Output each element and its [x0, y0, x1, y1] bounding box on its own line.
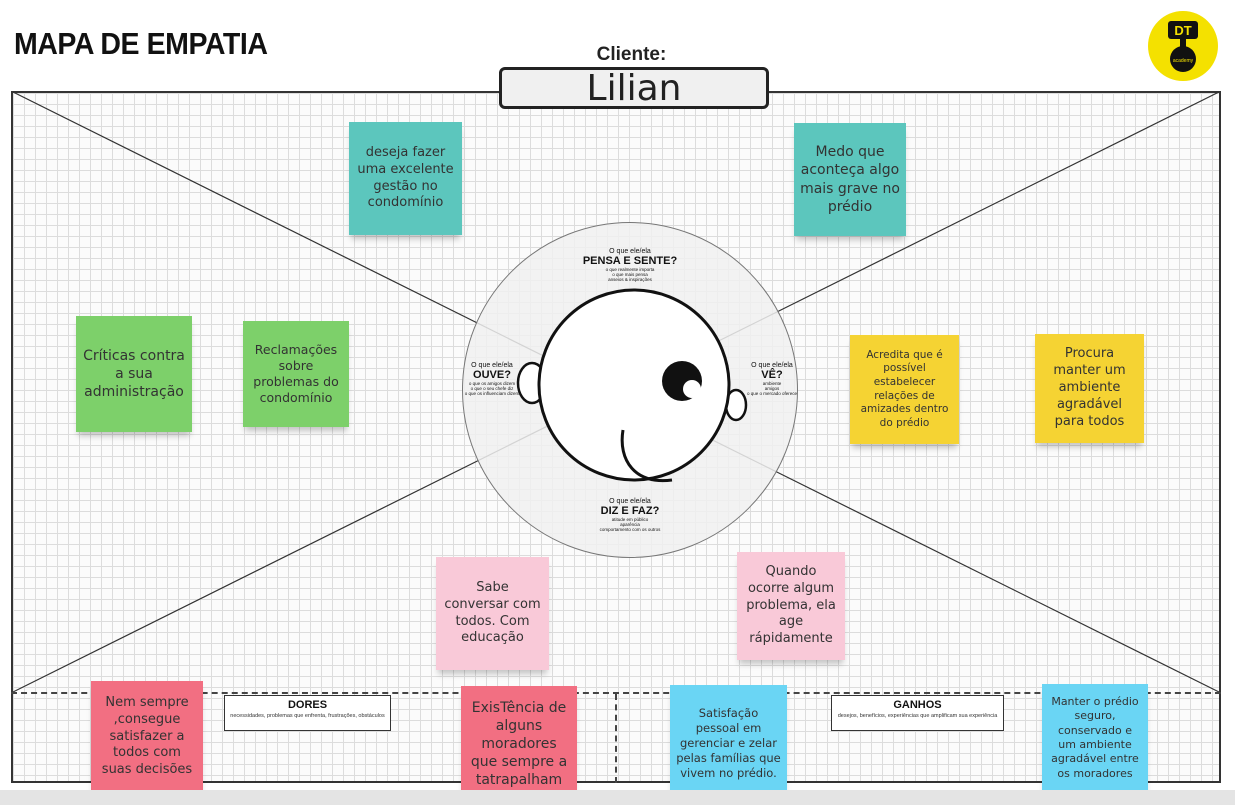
sticky-note-ganhos-1[interactable]: Satisfação pessoal em gerenciar e zelar … [670, 685, 787, 802]
svg-text:DT: DT [1174, 23, 1191, 38]
page-title: MAPA DE EMPATIA [14, 26, 268, 61]
sticky-note-ouve-2[interactable]: Reclamações sobre problemas do condomíni… [243, 321, 349, 427]
sticky-note-ve-1[interactable]: Acredita que é possível estabelecer rela… [850, 335, 959, 444]
diz-pre: O que ele/ela [609, 498, 651, 505]
dores-subtitle: necessidades, problemas que enfrenta, fr… [230, 713, 385, 719]
pensa-sub-1: o que realmente importa [605, 267, 655, 272]
bottom-divider [615, 694, 617, 783]
sticky-note-ouve-1[interactable]: Críticas contra a sua administração [76, 316, 192, 432]
ouve-sub-2: o que o seu chefe diz [470, 386, 514, 391]
svg-text:academy: academy [1173, 58, 1194, 64]
diz-title: DIZ E FAZ? [600, 505, 660, 517]
dt-academy-logo: DT academy [1148, 11, 1218, 81]
diz-e-faz-label: O que ele/ela DIZ E FAZ? atitude em públ… [570, 498, 690, 532]
sticky-note-dores-1[interactable]: Nem sempre ,consegue satisfazer a todos … [91, 681, 203, 793]
sticky-note-ganhos-2[interactable]: Manter o prédio seguro, conservado e um … [1042, 684, 1148, 792]
diz-sub-3: comportamento com os outros [599, 527, 661, 532]
sticky-note-dores-2[interactable]: ExisTência de alguns moradores que sempr… [461, 686, 577, 802]
diz-sub-1: atitude em público [611, 517, 649, 522]
pensa-sub-3: anseios & inspirações [608, 277, 652, 282]
ve-pre: O que ele/ela [751, 362, 793, 369]
ve-label: O que ele/ela VÊ? ambiente amigos o que … [742, 362, 802, 396]
bottom-strip [11, 692, 1221, 783]
ganhos-title: GANHOS [893, 699, 942, 711]
ganhos-subtitle: desejos, benefícios, experiências que am… [837, 713, 998, 719]
pensa-pre: O que ele/ela [609, 248, 651, 255]
ve-sub-2: amigos [764, 386, 780, 391]
sticky-note-diz-2[interactable]: Quando ocorre algum problema, ela age rá… [737, 552, 845, 660]
sticky-note-diz-1[interactable]: Sabe conversar com todos. Com educação [436, 557, 549, 670]
ouve-pre: O que ele/ela [471, 362, 513, 369]
dores-label: DORES necessidades, problemas que enfren… [224, 695, 391, 731]
pensa-sub-2: o que mais pensa [612, 272, 648, 277]
ouve-title: OUVE? [473, 369, 511, 381]
footer-bar [0, 790, 1235, 805]
sticky-note-pensa-1[interactable]: deseja fazer uma excelente gestão no con… [349, 122, 462, 235]
sticky-note-ve-2[interactable]: Procura manter um ambiente agradável par… [1035, 334, 1144, 443]
client-label: Cliente: [596, 44, 667, 65]
client-name-box: Lilian [499, 67, 769, 109]
ouve-sub-3: o que os influenciam dizem [464, 391, 520, 396]
ganhos-label: GANHOS desejos, benefícios, experiências… [831, 695, 1004, 731]
ve-sub-3: o que o mercado oferece [746, 391, 798, 396]
face-illustration-icon [516, 288, 748, 483]
ouve-sub-1: o que os amigos dizem [468, 381, 516, 386]
ve-sub-1: ambiente [762, 381, 782, 386]
diz-sub-2: aparência [620, 522, 640, 527]
pensa-e-sente-label: O que ele/ela PENSA E SENTE? o que realm… [560, 248, 700, 282]
dores-title: DORES [287, 699, 328, 711]
ve-title: VÊ? [761, 369, 783, 381]
ouve-label: O que ele/ela OUVE? o que os amigos dize… [462, 362, 522, 396]
pensa-title: PENSA E SENTE? [582, 255, 678, 267]
sticky-note-pensa-2[interactable]: Medo que aconteça algo mais grave no pré… [794, 123, 906, 236]
